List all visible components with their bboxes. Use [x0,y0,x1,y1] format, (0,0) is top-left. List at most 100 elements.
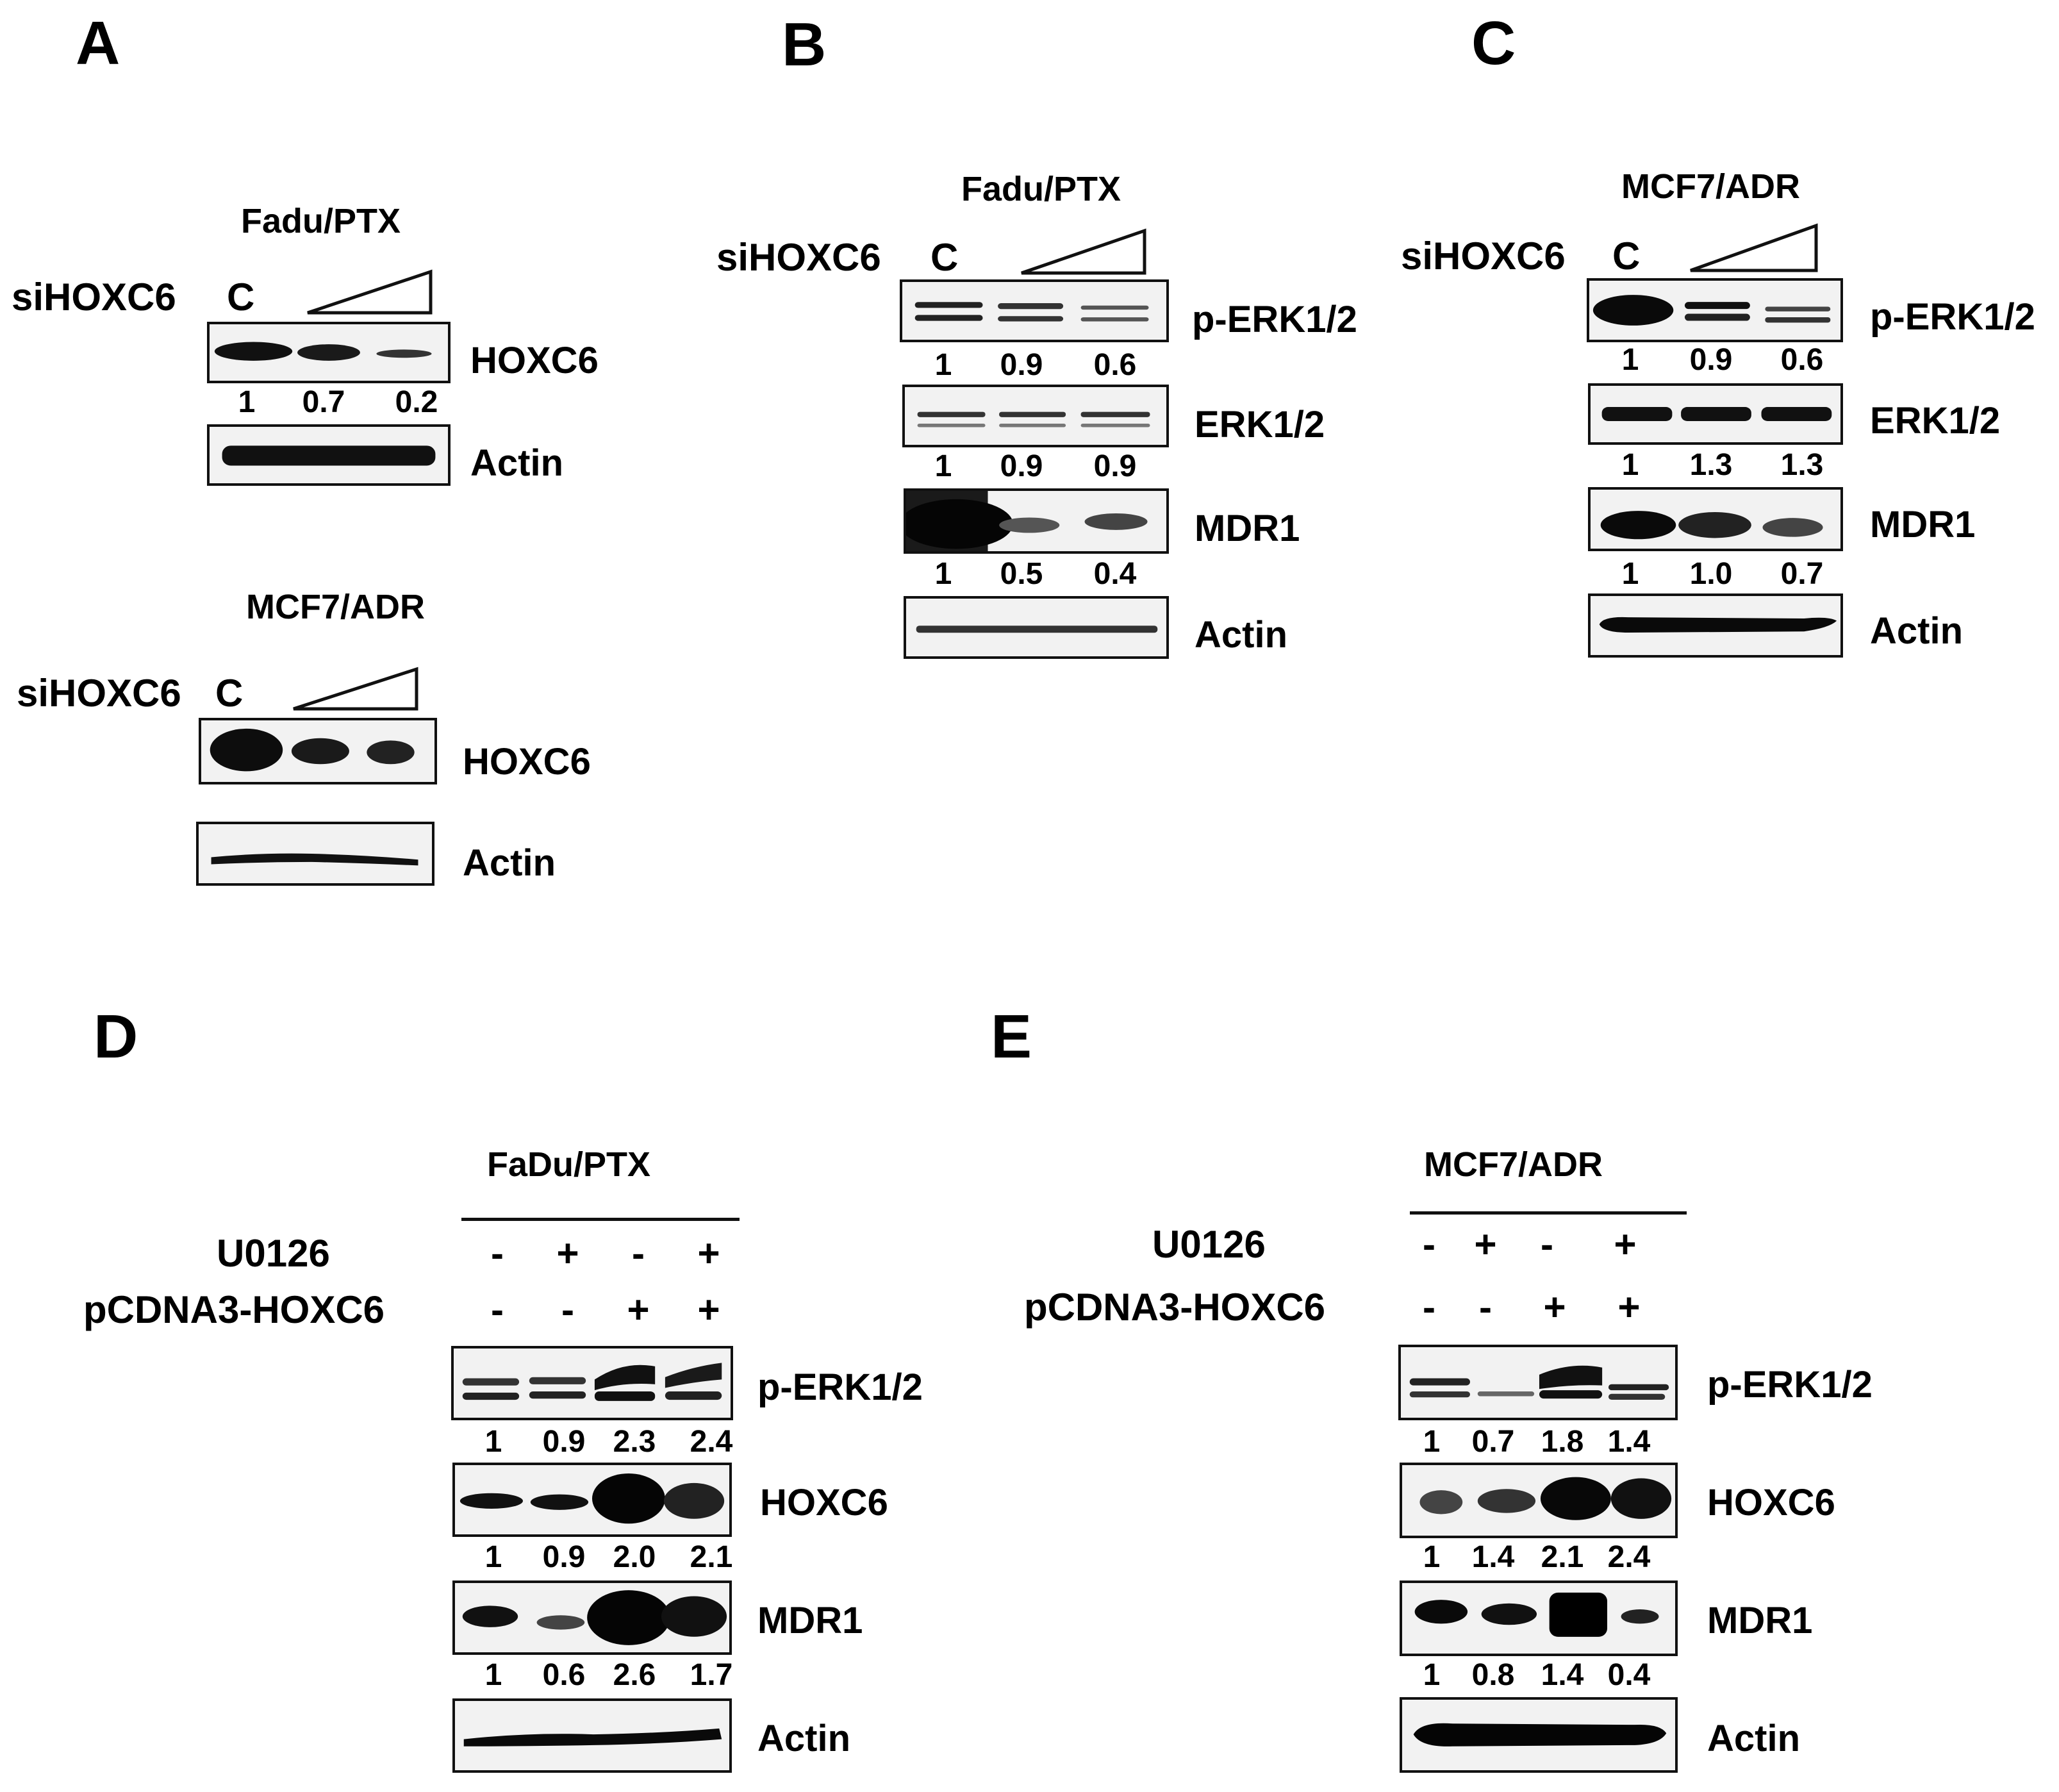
panel-a-label: A [76,9,120,78]
panel-c-mdr1-quant: 0.7 [1780,557,1824,591]
panel-c-actin-blot [1588,593,1843,658]
panel-d-mdr1-quant: 0.6 [542,1658,586,1692]
panel-b-erk-quant: 1 [934,449,952,483]
panel-d-sign: - [632,1232,645,1275]
panel-c-dose-triangle [1690,223,1818,272]
panel-e-perk-label: p-ERK1/2 [1707,1364,1873,1406]
panel-e-label: E [991,1002,1032,1071]
panel-c-erk-quant: 1.3 [1689,448,1733,482]
panel-a-mcf7-hoxc6-blot [199,718,437,784]
panel-e-hoxc6-quant: 2.1 [1541,1540,1584,1574]
panel-d-mdr1-blot [452,1580,732,1655]
panel-c-mdr1-label: MDR1 [1870,504,1976,545]
panel-b-perk-label: p-ERK1/2 [1192,299,1357,340]
panel-e-mdr1-quant: 0.8 [1471,1658,1515,1692]
panel-d-perk-label: p-ERK1/2 [757,1366,923,1408]
panel-b-erk-blot [902,385,1169,447]
panel-d-mdr1-quant: 1.7 [690,1658,733,1692]
panel-d-sign: + [697,1232,720,1275]
panel-b-perk-quant: 0.6 [1093,348,1137,382]
panel-a-fadu-treatment-label: siHOXC6 [12,276,176,319]
panel-a-fadu-hoxc6-label: HOXC6 [470,340,599,381]
panel-d-condition-pcdna3-hoxc6: pCDNA3-HOXC6 [83,1288,385,1331]
panel-e-cell-line: MCF7/ADR [1424,1145,1603,1184]
panel-c-erk-quant: 1 [1621,448,1639,482]
panel-d-sign: + [627,1288,650,1331]
panel-d-hoxc6-quant: 1 [484,1540,502,1574]
panel-c-erk-quant: 1.3 [1780,448,1824,482]
panel-a-mcf7-treatment-label: siHOXC6 [17,672,181,715]
panel-b-erk-quant: 0.9 [1093,449,1137,483]
panel-c-actin-label: Actin [1870,610,1963,652]
panel-d-perk-blot [451,1346,733,1420]
panel-a-fadu-hoxc6-quant: 0.2 [395,385,438,419]
panel-b-control-label: C [930,236,959,279]
panel-d-hoxc6-quant: 2.0 [613,1540,656,1574]
panel-c-treatment-label: siHOXC6 [1401,235,1566,278]
panel-e-hoxc6-quant: 1.4 [1471,1540,1515,1574]
panel-d-perk-quant: 2.4 [690,1425,733,1459]
panel-c-erk-blot [1588,383,1843,445]
panel-d-sign: - [491,1288,504,1331]
panel-d-mdr1-quant: 1 [484,1658,502,1692]
panel-d-label: D [94,1002,138,1071]
panel-a-fadu-dose-triangle [307,269,433,315]
panel-d-perk-quant: 2.3 [613,1425,656,1459]
panel-d-mdr1-quant: 2.6 [613,1658,656,1692]
panel-e-hoxc6-label: HOXC6 [1707,1482,1835,1523]
panel-e-cell-line-underline [1410,1211,1687,1215]
panel-d-sign: + [697,1288,720,1331]
panel-a-mcf7-cell-line: MCF7/ADR [246,588,425,626]
panel-e-hoxc6-quant: 1 [1423,1540,1441,1574]
panel-c-mdr1-blot [1588,487,1843,551]
panel-e-sign: + [1617,1286,1641,1329]
panel-c-perk-quant: 1 [1621,343,1639,377]
panel-e-sign: - [1541,1223,1553,1266]
panel-e-actin-label: Actin [1707,1718,1800,1759]
panel-e-sign: - [1423,1286,1435,1329]
panel-d-condition-u0126: U0126 [217,1232,330,1275]
panel-a-fadu-cell-line: Fadu/PTX [241,202,401,240]
panel-b-erk-quant: 0.9 [1000,449,1043,483]
panel-b-erk-label: ERK1/2 [1195,404,1325,445]
panel-d-perk-quant: 1 [484,1425,502,1459]
panel-b-perk-blot [900,279,1169,342]
panel-b-cell-line: Fadu/PTX [961,170,1121,208]
panel-e-condition-u0126: U0126 [1152,1223,1266,1266]
panel-a-mcf7-hoxc6-label: HOXC6 [463,741,591,783]
panel-c-label: C [1471,9,1516,78]
panel-c-mdr1-quant: 1 [1621,557,1639,591]
panel-a-fadu-actin-blot [207,424,451,486]
panel-b-treatment-label: siHOXC6 [716,236,881,279]
panel-d-cell-line-underline [461,1218,740,1221]
panel-b-label: B [782,10,827,79]
panel-d-perk-quant: 0.9 [542,1425,586,1459]
panel-b-perk-quant: 0.9 [1000,348,1043,382]
panel-e-perk-quant: 1 [1423,1425,1441,1459]
panel-d-sign: - [491,1232,504,1275]
panel-e-sign: - [1423,1223,1435,1266]
panel-e-mdr1-quant: 0.4 [1607,1658,1651,1692]
panel-a-mcf7-dose-triangle [293,667,418,711]
panel-e-perk-quant: 1.4 [1607,1425,1651,1459]
panel-c-perk-blot [1587,278,1843,342]
panel-c-perk-quant: 0.9 [1689,343,1733,377]
panel-e-mdr1-quant: 1 [1423,1658,1441,1692]
panel-b-mdr1-blot [904,488,1169,554]
panel-a-mcf7-control-label: C [215,672,244,715]
panel-c-perk-label: p-ERK1/2 [1870,296,2035,338]
panel-d-cell-line: FaDu/PTX [487,1145,651,1184]
panel-c-control-label: C [1612,235,1641,278]
panel-d-hoxc6-quant: 0.9 [542,1540,586,1574]
panel-e-mdr1-label: MDR1 [1707,1600,1813,1641]
panel-a-fadu-hoxc6-quant: 1 [238,385,256,419]
panel-d-hoxc6-label: HOXC6 [760,1482,888,1523]
panel-a-mcf7-actin-label: Actin [463,842,556,884]
panel-d-mdr1-label: MDR1 [757,1600,863,1641]
panel-c-mdr1-quant: 1.0 [1689,557,1733,591]
panel-e-mdr1-quant: 1.4 [1541,1658,1584,1692]
panel-a-fadu-hoxc6-blot [207,322,451,383]
panel-a-fadu-control-label: C [227,276,255,319]
panel-c-perk-quant: 0.6 [1780,343,1824,377]
panel-d-actin-blot [452,1698,732,1773]
